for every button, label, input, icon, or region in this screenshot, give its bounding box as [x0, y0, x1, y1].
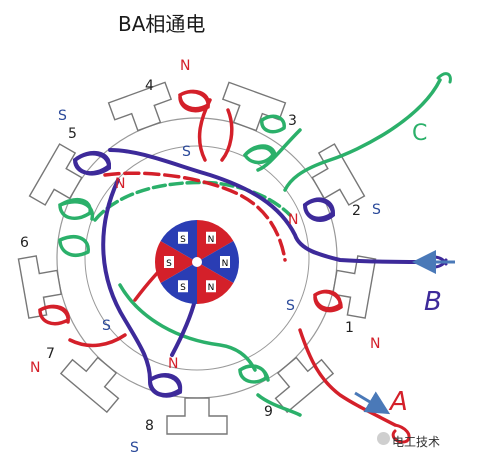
tooth-label-6: 6: [20, 235, 29, 251]
tooth-label-7: 7: [46, 346, 55, 362]
rotor-label-box-1: [206, 231, 216, 244]
red-winding: [38, 89, 397, 427]
blue-rotor-link: [170, 298, 197, 357]
blue-inner-left: [101, 178, 152, 382]
blue-coil-2: [302, 197, 336, 222]
stator-tooth-8: [59, 356, 120, 414]
green-coil-3-lead: [256, 128, 302, 172]
pole-label-n-1: N: [370, 336, 380, 352]
pole-label-n-5: N: [115, 176, 125, 192]
green-coil-3: [242, 144, 277, 165]
pole-label-s-7: S: [102, 318, 111, 334]
tooth-label-2: 2: [352, 203, 361, 219]
red-lead-a: [298, 328, 397, 427]
tooth-label-8: 8: [145, 418, 154, 434]
rotor-label-box-4: [178, 280, 188, 293]
pole-label-s-5: S: [58, 108, 67, 124]
tooth-label-1: 1: [345, 320, 354, 336]
red-coil-1: [313, 289, 343, 313]
c-terminal-hook: [436, 72, 452, 84]
phase-label-a: A: [388, 387, 408, 417]
tooth-label-3: 3: [288, 113, 297, 129]
green-inner-lower: [118, 283, 257, 372]
tooth-label-4: 4: [145, 78, 154, 94]
green-coil-9: [238, 364, 270, 384]
watermark-logo-icon: [377, 432, 390, 445]
green-winding: [58, 78, 442, 417]
green-coil-9-lead: [256, 393, 302, 417]
rotor-label-box-6: [178, 231, 188, 244]
a-terminal-hook: [391, 423, 411, 444]
rotor-label-box-5: [164, 256, 174, 268]
rotor-pole-label-2: N: [222, 259, 229, 269]
pole-label-s-4: S: [182, 144, 191, 160]
rotor: N N N S S S: [155, 220, 239, 304]
blue-coil-5: [72, 150, 111, 176]
rotor-pole-label-3: N: [208, 283, 215, 293]
blue-coil-8: [147, 373, 183, 398]
rotor-shaft: [192, 257, 202, 267]
phase-label-b: B: [424, 287, 442, 317]
rotor-pole-label-5: S: [166, 259, 172, 269]
pole-label-s-8: S: [130, 440, 139, 456]
watermark-text: 电工技术: [392, 435, 441, 449]
rotor-pole-label-1: N: [208, 235, 215, 245]
diagram-title: BA相通电: [118, 12, 206, 36]
pole-label-n-8: N: [168, 356, 178, 372]
phase-label-c: C: [412, 121, 427, 146]
red-coil-4: [178, 89, 210, 113]
green-inner-arc: [93, 180, 292, 222]
stator-tooth-5: [107, 81, 173, 132]
green-coil-6: [58, 197, 95, 221]
stator-tooth-9: [166, 397, 228, 435]
red-coil-4-right: [220, 108, 234, 162]
green-coil-3-top: [260, 114, 286, 134]
rotor-pole-label-4: S: [180, 283, 186, 293]
tooth-label-9: 9: [264, 404, 273, 420]
rotor-label-box-3: [206, 280, 216, 293]
a-current-arrow: [354, 391, 391, 415]
stator-inner-ring: [84, 145, 310, 371]
tooth-label-5: 5: [68, 126, 77, 142]
pole-label-n-2: N: [288, 212, 298, 228]
red-coil-7-lead: [68, 333, 127, 348]
rotor-label-box-2: [220, 256, 230, 268]
pole-label-n-top: N: [180, 58, 190, 74]
red-inner-arc: [103, 171, 287, 262]
green-lead-top: [283, 78, 442, 192]
stator-teeth: [17, 81, 377, 435]
pole-label-n-7: N: [30, 360, 40, 376]
red-coil-7: [38, 304, 70, 326]
pole-label-s-1: S: [286, 298, 295, 314]
blue-winding: [72, 148, 422, 398]
rotor-segment-2: [197, 241, 239, 283]
stator-tooth-6: [28, 143, 83, 206]
blue-outer-path: [108, 148, 422, 264]
rotor-pole-label-6: S: [180, 235, 186, 245]
pole-label-s-2: S: [372, 202, 381, 218]
stator-tooth-4: [221, 81, 287, 132]
rotor-segment-5: [155, 241, 197, 283]
green-coil-6-b: [58, 235, 90, 257]
